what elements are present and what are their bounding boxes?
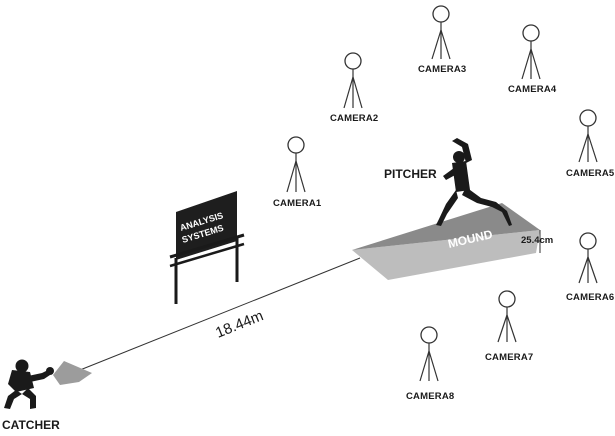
camera-label: CAMERA7 — [485, 352, 533, 363]
camera-1: CAMERA1 — [273, 136, 322, 209]
camera-label: CAMERA4 — [508, 84, 557, 95]
camera-icon — [344, 52, 362, 70]
camera-6: CAMERA6 — [566, 232, 614, 303]
camera-icon — [420, 326, 438, 344]
camera-label: CAMERA1 — [273, 198, 322, 209]
camera-2: CAMERA2 — [330, 52, 378, 124]
camera-label: CAMERA5 — [566, 168, 615, 179]
camera-7: CAMERA7 — [485, 290, 533, 363]
camera-label: CAMERA3 — [418, 64, 466, 75]
mound-height-label: 25.4cm — [521, 235, 553, 246]
camera-icon — [432, 5, 450, 23]
catcher-label: CATCHER — [2, 418, 60, 432]
camera-icon — [579, 232, 597, 250]
pitch-distance-line — [79, 257, 361, 371]
camera-5: CAMERA5 — [566, 109, 615, 179]
mound-top — [352, 203, 540, 250]
camera-label: CAMERA2 — [330, 113, 378, 124]
camera-icon — [287, 136, 305, 154]
home-plate — [53, 361, 92, 385]
pitcher-label: PITCHER — [384, 167, 437, 181]
camera-icon — [522, 24, 540, 42]
camera-label: CAMERA6 — [566, 292, 614, 303]
distance-label: 18.44m — [213, 307, 266, 342]
camera-4: CAMERA4 — [508, 24, 557, 95]
mound-side — [352, 230, 540, 280]
camera-label: CAMERA8 — [406, 391, 454, 402]
analysis-systems-board: ANALYSIS SYSTEMS — [169, 191, 245, 304]
catcher-figure — [4, 359, 54, 409]
camera-icon — [579, 109, 597, 127]
camera-8: CAMERA8 — [406, 326, 454, 402]
camera-icon — [498, 290, 516, 308]
pitcher-figure — [436, 138, 512, 226]
camera-3: CAMERA3 — [418, 5, 466, 75]
mound: MOUND — [352, 203, 541, 280]
